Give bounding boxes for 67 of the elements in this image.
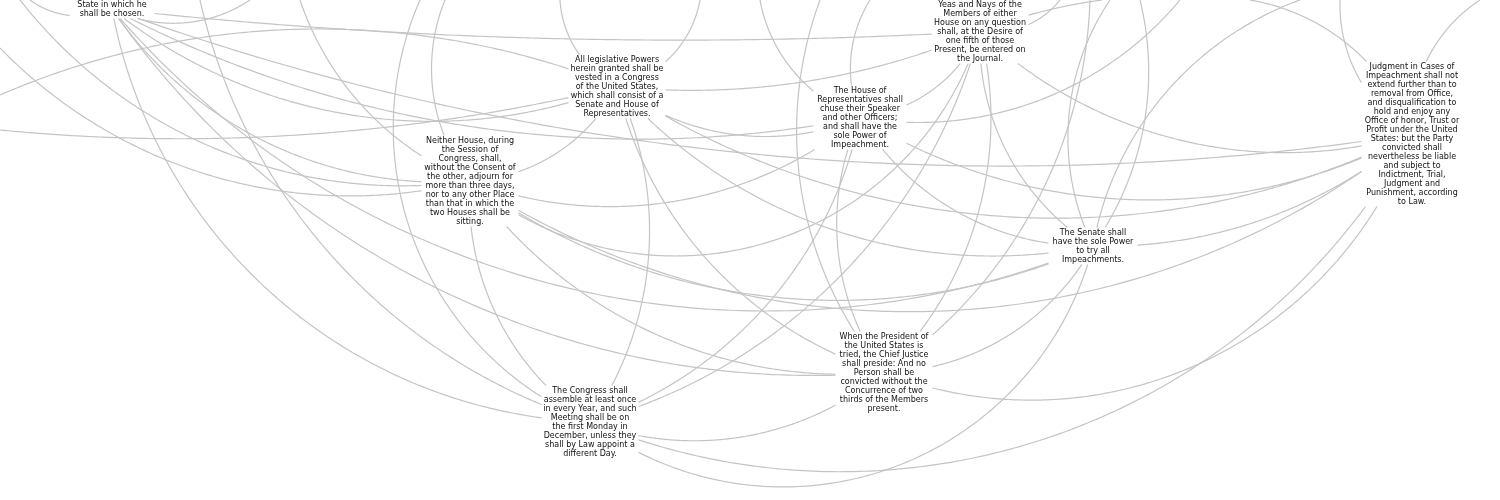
link-curve <box>517 212 1050 301</box>
link-curve <box>664 114 815 138</box>
link-curve <box>664 0 701 63</box>
link-curve <box>506 225 837 375</box>
link-curve <box>0 47 423 197</box>
link-curve <box>664 49 933 91</box>
link-curve <box>637 263 1089 488</box>
link-curve <box>664 115 1363 219</box>
link-curve <box>905 0 1181 124</box>
sentence-label: Neither House, during the Session of Congress, shall, without the Consent of the other, adjourn for more than three days, nor to any other Place than that in which the two Houses shall be sitting. <box>422 136 518 226</box>
link-curve <box>931 263 1083 368</box>
sentence-label: When the President of the United States is tried, the Chief Justice shall preside: And no Person shall be convicted without the Concurrence of two thirds of the Members present. <box>836 332 932 413</box>
link-curve <box>299 0 423 157</box>
link-curve <box>517 170 1363 313</box>
link-curve <box>882 148 1050 244</box>
link-curve <box>0 28 570 96</box>
link-curve <box>1067 0 1111 229</box>
link-curve <box>29 0 71 17</box>
link-curve <box>1425 0 1481 63</box>
sentence-label: Judgment in Cases of Impeachment shall not extend further than to removal from Office, and disqualification to hold and enjoy any Office of honor, Trust or Profit under the United States: but the Party convicted shall nevertheless be liable and subject to Indictment, Trial, Judgment and Punishment, according to Law. <box>1362 62 1462 206</box>
link-curve <box>1339 0 1363 84</box>
link-curve <box>637 148 853 403</box>
link-curve <box>559 0 580 56</box>
link-curve <box>1017 62 1363 154</box>
link-curve <box>123 17 570 122</box>
link-curve <box>392 0 543 398</box>
link-curve <box>905 142 1363 201</box>
link-curve <box>0 96 570 140</box>
link-curve <box>919 62 992 333</box>
sentence-label: Yeas and Nays of the Members of either House on any question shall, at the Desire of one fifth of those Present, be entered on the Journal. <box>932 0 1028 63</box>
link-curve <box>759 0 815 92</box>
link-curve <box>118 17 423 183</box>
link-curve <box>796 0 855 333</box>
link-curve <box>905 62 961 106</box>
link-curve <box>119 17 1050 312</box>
link-curve <box>625 117 837 355</box>
link-curve <box>153 12 933 41</box>
link-curve <box>517 117 597 173</box>
link-curve <box>931 205 1378 401</box>
link-curve <box>611 117 651 387</box>
link-curve <box>931 0 1091 336</box>
link-curve <box>1104 0 1150 229</box>
sentence-label: The Congress shall assemble at least once in every Year, and such Meeting shall be on the first Monday in December, unless they shall by Law appoint a different Day. <box>542 386 638 458</box>
link-curve <box>430 0 446 137</box>
link-curve <box>647 117 1050 257</box>
link-curve <box>1136 170 1363 246</box>
link-curve <box>1096 0 1301 229</box>
link-curve <box>1027 0 1103 16</box>
link-curve <box>1249 0 1367 63</box>
link-curve <box>637 404 837 442</box>
link-curve <box>517 62 969 257</box>
link-curve <box>129 17 815 140</box>
link-curve <box>138 17 1363 167</box>
link-curve <box>199 0 543 406</box>
link-curve <box>118 17 837 377</box>
link-curve <box>637 62 971 408</box>
link-curve <box>1027 0 1061 26</box>
link-curve <box>136 0 251 24</box>
sentence-label: All legislative Powers herein granted shall be vested in a Congress of the United States, which shall consist of a Senate and House of Representatives. <box>569 55 665 118</box>
link-curve <box>836 148 861 333</box>
link-curve <box>849 0 871 87</box>
link-curve <box>980 62 1069 229</box>
link-curve <box>470 225 547 387</box>
link-curve <box>517 148 816 208</box>
link-curve <box>19 0 423 187</box>
link-curve <box>113 17 543 419</box>
link-curve <box>637 205 1367 473</box>
